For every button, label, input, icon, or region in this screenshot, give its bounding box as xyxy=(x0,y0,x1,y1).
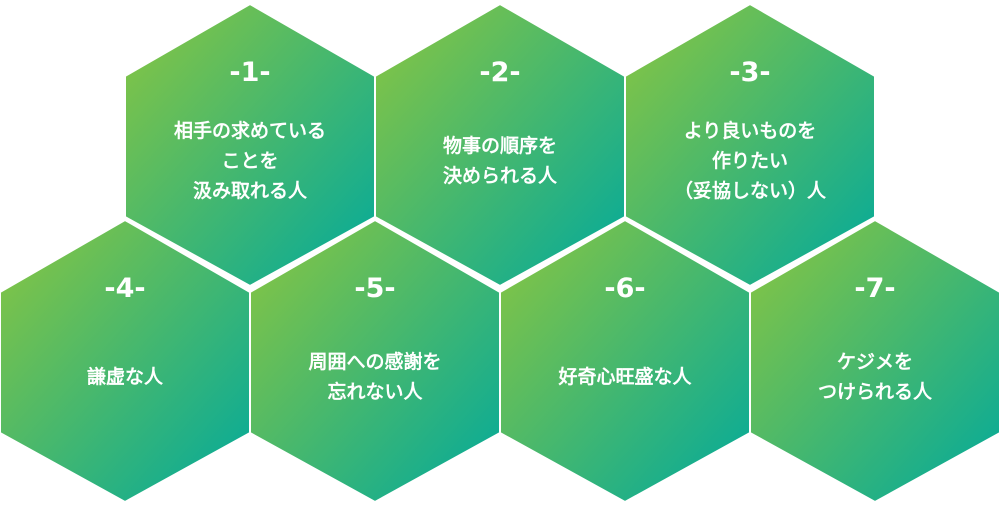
hexagon-label-line: 物事の順序を xyxy=(443,134,557,157)
hexagon-shape xyxy=(624,2,876,288)
hexagon-label-line: 周囲への感謝を xyxy=(308,350,441,373)
hexagon-label-line: つけられる人 xyxy=(818,381,933,403)
hexagon-number: -6- xyxy=(604,273,645,304)
hexagon-number: -2- xyxy=(479,57,520,88)
hexagon-number: -1- xyxy=(229,57,270,88)
hexagon-label-line: （妥協しない）人 xyxy=(674,179,827,202)
hexagon-label-line: 汲み取れる人 xyxy=(193,180,308,202)
hexagon-shape xyxy=(749,218,1000,504)
hexagon-6: -6- 好奇心旺盛な人 xyxy=(499,218,751,504)
hexagon-label-line: より良いものを xyxy=(684,119,817,142)
hexagon-label-line: 決められる人 xyxy=(443,165,558,187)
hexagon-label-line: 忘れない人 xyxy=(327,380,423,403)
hexagon-number: -5- xyxy=(354,273,395,304)
hexagon-number: -7- xyxy=(854,273,895,304)
hexagon-number: -4- xyxy=(104,273,145,304)
hexagon-label-line: 作りたい xyxy=(712,149,788,172)
hexagon-label-line: 相手の求めている xyxy=(174,119,326,142)
hexagon-number: -3- xyxy=(729,57,770,88)
hexagon-label-line: 謙虚な人 xyxy=(87,365,164,388)
hexagon-label-line: 好奇心旺盛な人 xyxy=(557,365,692,388)
hexagon-label-line: ケジメを xyxy=(837,351,913,373)
hexagon-label-line: ことを xyxy=(221,150,278,172)
